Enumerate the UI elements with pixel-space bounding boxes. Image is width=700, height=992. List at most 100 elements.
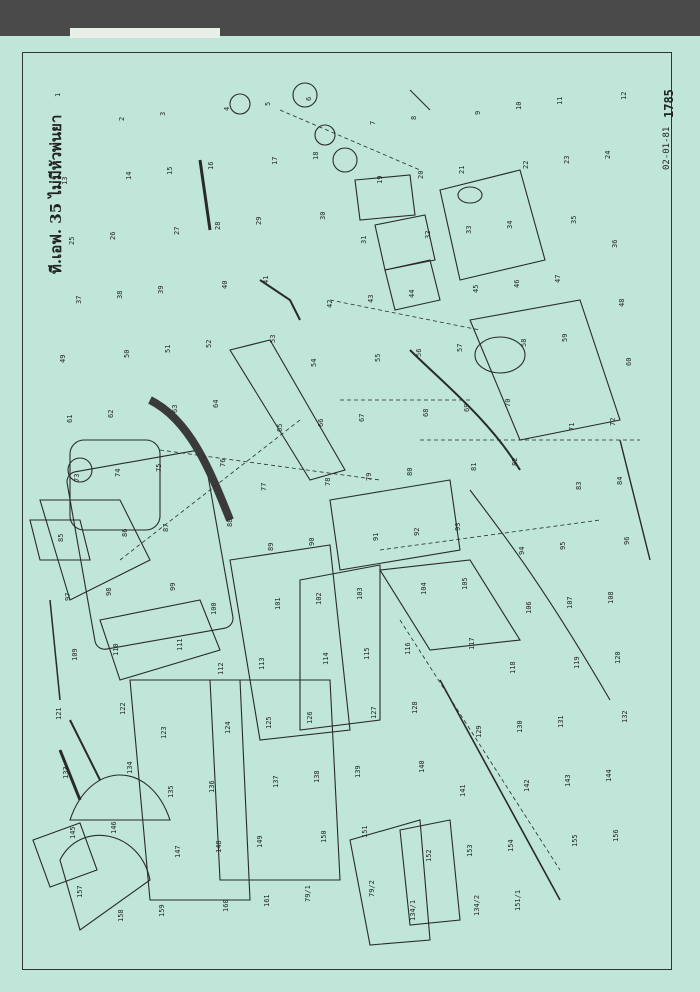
part-number-label: 31	[360, 235, 368, 244]
part-number-label: 133	[62, 766, 70, 779]
part-number-label: 105	[461, 577, 469, 590]
part-number-label: 61	[66, 414, 74, 423]
part-number-label: 137	[272, 775, 280, 788]
part-number-label: 45	[472, 284, 480, 293]
engine-assembly	[29, 439, 234, 681]
part-number-label: 55	[374, 353, 382, 362]
part-number-label: 134/2	[473, 894, 481, 916]
part-number-label: 73	[73, 473, 81, 482]
part-number-label: 151/1	[514, 889, 522, 911]
part-number-label: 134/1	[409, 899, 417, 921]
part-number-label: 70	[504, 398, 512, 407]
part-number-label: 111	[176, 638, 184, 651]
part-number-label: 64	[212, 399, 220, 408]
part-number-label: 78	[324, 477, 332, 486]
part-number-label: 16	[207, 161, 215, 170]
part-number-label: 15	[166, 166, 174, 175]
part-number-label: 131	[557, 715, 565, 728]
part-number-label: 93	[454, 522, 462, 531]
part-number-label: 83	[575, 481, 583, 490]
part-number-label: 43	[367, 294, 375, 303]
part-number-label: 72	[609, 417, 617, 426]
part-number-label: 136	[208, 780, 216, 793]
part-number-label: 66	[317, 418, 325, 427]
part-number-label: 117	[468, 637, 476, 650]
part-number-label: 157	[76, 885, 84, 898]
grid-cylinder	[129, 679, 341, 901]
part-number-label: 138	[313, 770, 321, 783]
part-number-label: 161	[263, 894, 271, 907]
part-number-label: 69	[463, 403, 471, 412]
part-number-label: 124	[224, 721, 232, 734]
part-number-label: 149	[256, 835, 264, 848]
part-number-label: 20	[417, 170, 425, 179]
part-number-label: 79/1	[304, 885, 312, 902]
part-number-label: 134	[126, 761, 134, 774]
part-number-label: 48	[618, 298, 626, 307]
part-number-label: 99	[169, 582, 177, 591]
part-number-label: 116	[404, 642, 412, 655]
part-number-label: 49	[59, 354, 67, 363]
sheet-date: 02-01-81	[662, 126, 672, 170]
part-number-label: 103	[356, 587, 364, 600]
part-number-label: 106	[525, 601, 533, 614]
part-number-label: 104	[420, 582, 428, 595]
scan-edge-strip	[70, 28, 220, 38]
part-number-label: 140	[418, 760, 426, 773]
part-number-label: 46	[513, 279, 521, 288]
part-number-label: 127	[370, 706, 378, 719]
part-number-label: 74	[114, 468, 122, 477]
part-number-label: 35	[570, 215, 578, 224]
part-number-label: 150	[320, 830, 328, 843]
part-number-label: 79/2	[368, 880, 376, 897]
part-number-label: 92	[413, 527, 421, 536]
part-number-label: 88	[226, 518, 234, 527]
part-number-label: 155	[571, 834, 579, 847]
part-number-label: 29	[255, 216, 263, 225]
part-number-label: 144	[605, 769, 613, 782]
part-number-label: 12	[620, 91, 628, 100]
part-number-label: 110	[112, 643, 120, 656]
part-number-label: 90	[308, 537, 316, 546]
part-number-label: 154	[507, 839, 515, 852]
sheet-code: 1785	[662, 89, 676, 118]
sheet-title: ที.เอฟ. 35 ไม่มีหัวพ่นยา	[47, 114, 65, 274]
part-number-label: 57	[456, 343, 464, 352]
part-number-label: 39	[157, 285, 165, 294]
part-number-label: 34	[506, 220, 514, 229]
part-number-label: 114	[322, 652, 330, 665]
part-number-label: 2	[118, 116, 126, 121]
part-number-label: 25	[68, 236, 76, 245]
part-number-label: 87	[162, 523, 170, 532]
part-number-label: 128	[411, 701, 419, 714]
part-number-label: 27	[173, 226, 181, 235]
part-number-label: 36	[611, 239, 619, 248]
part-number-label: 118	[509, 661, 517, 674]
part-number-label: 145	[69, 826, 77, 839]
part-number-label: 67	[358, 413, 366, 422]
part-number-label: 125	[265, 716, 273, 729]
fuel-tank	[439, 169, 621, 441]
part-number-label: 41	[262, 275, 270, 284]
barrel-tube	[229, 339, 346, 481]
part-number-label: 81	[470, 462, 478, 471]
part-number-label: 121	[55, 707, 63, 720]
part-number-label: 96	[623, 536, 631, 545]
part-number-label: 60	[625, 357, 633, 366]
part-number-label: 22	[522, 160, 530, 169]
part-number-label: 79	[365, 472, 373, 481]
part-number-label: 85	[57, 533, 65, 542]
part-number-label: 146	[110, 821, 118, 834]
part-number-label: 47	[554, 274, 562, 283]
part-number-label: 94	[518, 546, 526, 555]
part-number-label: 107	[566, 596, 574, 609]
part-number-label: 113	[258, 657, 266, 670]
part-number-label: 6	[305, 96, 313, 101]
part-number-label: 119	[573, 656, 581, 669]
part-number-label: 160	[222, 899, 230, 912]
part-number-label: 62	[107, 409, 115, 418]
part-number-label: 63	[171, 404, 179, 413]
part-number-label: 42	[326, 299, 334, 308]
part-number-label: 14	[125, 171, 133, 180]
